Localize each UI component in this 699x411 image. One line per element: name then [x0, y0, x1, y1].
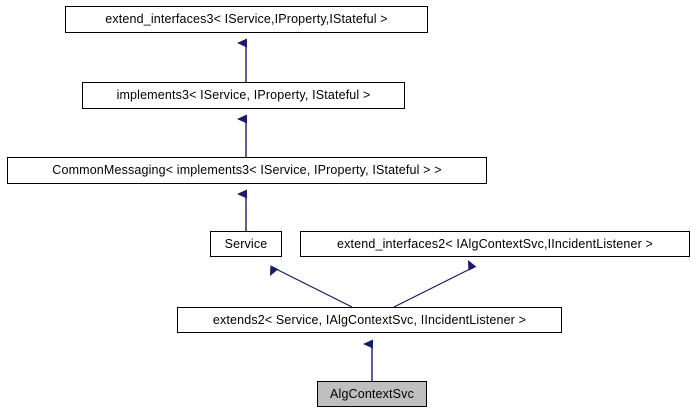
node-label: AlgContextSvc — [330, 386, 414, 401]
edge-extends2-to-extend-interfaces2 — [393, 259, 477, 308]
node-commonmessaging[interactable]: CommonMessaging< implements3< IService, … — [7, 157, 487, 184]
node-implements3[interactable]: implements3< IService, IProperty, IState… — [82, 82, 405, 109]
node-label: extends2< Service, IAlgContextSvc, IInci… — [212, 312, 527, 327]
edge-extends2-to-service — [269, 265, 353, 308]
node-extend-interfaces3[interactable]: extend_interfaces3< IService,IProperty,I… — [65, 6, 428, 33]
node-service[interactable]: Service — [210, 231, 282, 257]
node-label: Service — [224, 236, 268, 251]
node-extend-interfaces2[interactable]: extend_interfaces2< IAlgContextSvc,IInci… — [300, 231, 690, 257]
node-extends2[interactable]: extends2< Service, IAlgContextSvc, IInci… — [177, 307, 562, 333]
node-label: CommonMessaging< implements3< IService, … — [52, 163, 442, 178]
node-label: implements3< IService, IProperty, IState… — [116, 88, 371, 103]
node-algcontextsvc[interactable]: AlgContextSvc — [317, 381, 427, 407]
node-label: extend_interfaces3< IService,IProperty,I… — [105, 12, 388, 27]
node-label: extend_interfaces2< IAlgContextSvc,IInci… — [337, 236, 653, 251]
